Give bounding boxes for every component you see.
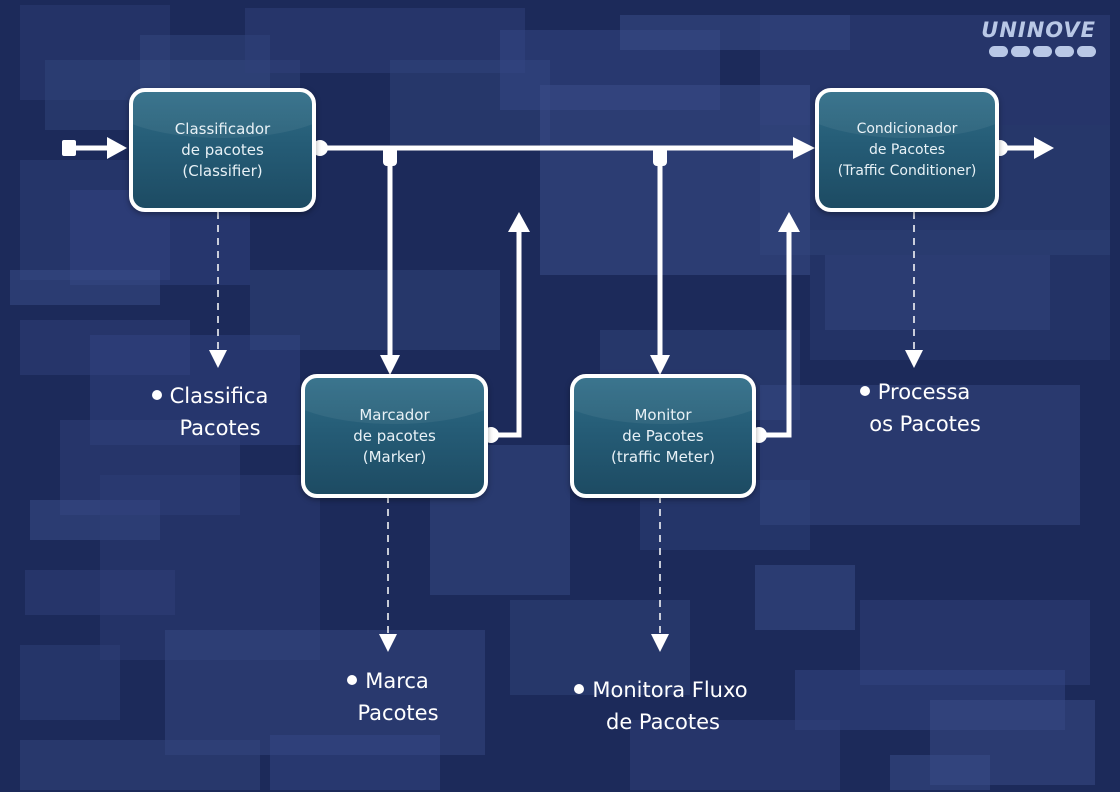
bullet-icon (347, 675, 358, 685)
conditioner-box-line-1: Condicionador (856, 120, 958, 137)
classifier-box-line-3: (Classifier) (182, 161, 263, 180)
conditioner-box-line-2: de Pacotes (868, 141, 945, 158)
input-arrow (62, 137, 127, 159)
meter-description-line-1: Monitora Fluxo (592, 678, 748, 702)
conditioner-description-line-2: os Pacotes (869, 412, 981, 436)
classifier-description-line-1: Classifica (169, 384, 269, 408)
main-flow-line (312, 137, 815, 159)
return-from-meter (751, 212, 800, 443)
classifier-description-line-2: Pacotes (179, 416, 261, 440)
output-arrow (992, 137, 1054, 159)
branch-to-meter (650, 146, 670, 375)
classifier-box: Classificador de pacotes (Classifier) (129, 88, 316, 212)
logo-text: UNINOVE (981, 18, 1096, 42)
logo-dots (978, 46, 1096, 57)
marker-box: Marcador de pacotes (Marker) (301, 374, 488, 498)
bullet-icon (859, 386, 870, 396)
classifier-box-line-2: de pacotes (181, 140, 264, 159)
dashed-connector-classifier (209, 212, 227, 368)
dashed-connector-meter (651, 496, 669, 652)
conditioner-box-line-3: (Traffic Conditioner) (837, 162, 977, 179)
uninove-logo: UNINOVE (978, 18, 1096, 57)
meter-description: Monitora Fluxo de Pacotes (548, 674, 774, 738)
meter-box: Monitor de Pacotes (traffic Meter) (570, 374, 756, 498)
classifier-box-line-1: Classificador (174, 119, 271, 138)
conditioner-box: Condicionador de Pacotes (Traffic Condit… (815, 88, 999, 212)
return-from-marker (483, 212, 530, 443)
branch-to-marker (380, 146, 400, 375)
marker-description-line-1: Marca (365, 669, 429, 693)
meter-box-line-1: Monitor (634, 405, 692, 424)
marker-box-line-1: Marcador (359, 405, 430, 424)
conditioner-description: Processa os Pacotes (840, 376, 990, 440)
bullet-icon (574, 684, 585, 694)
marker-description-line-2: Pacotes (357, 701, 439, 725)
dashed-connector-conditioner (905, 212, 923, 368)
bullet-icon (151, 390, 162, 400)
marker-description: Marca Pacotes (318, 665, 458, 729)
classifier-description: Classifica Pacotes (135, 380, 285, 444)
marker-box-line-3: (Marker) (362, 447, 427, 466)
marker-box-line-2: de pacotes (353, 426, 436, 445)
meter-description-line-2: de Pacotes (605, 710, 720, 734)
dashed-connector-marker (379, 496, 397, 652)
meter-box-line-2: de Pacotes (622, 426, 704, 445)
meter-box-line-3: (traffic Meter) (611, 447, 715, 466)
conditioner-description-line-1: Processa (877, 380, 971, 404)
